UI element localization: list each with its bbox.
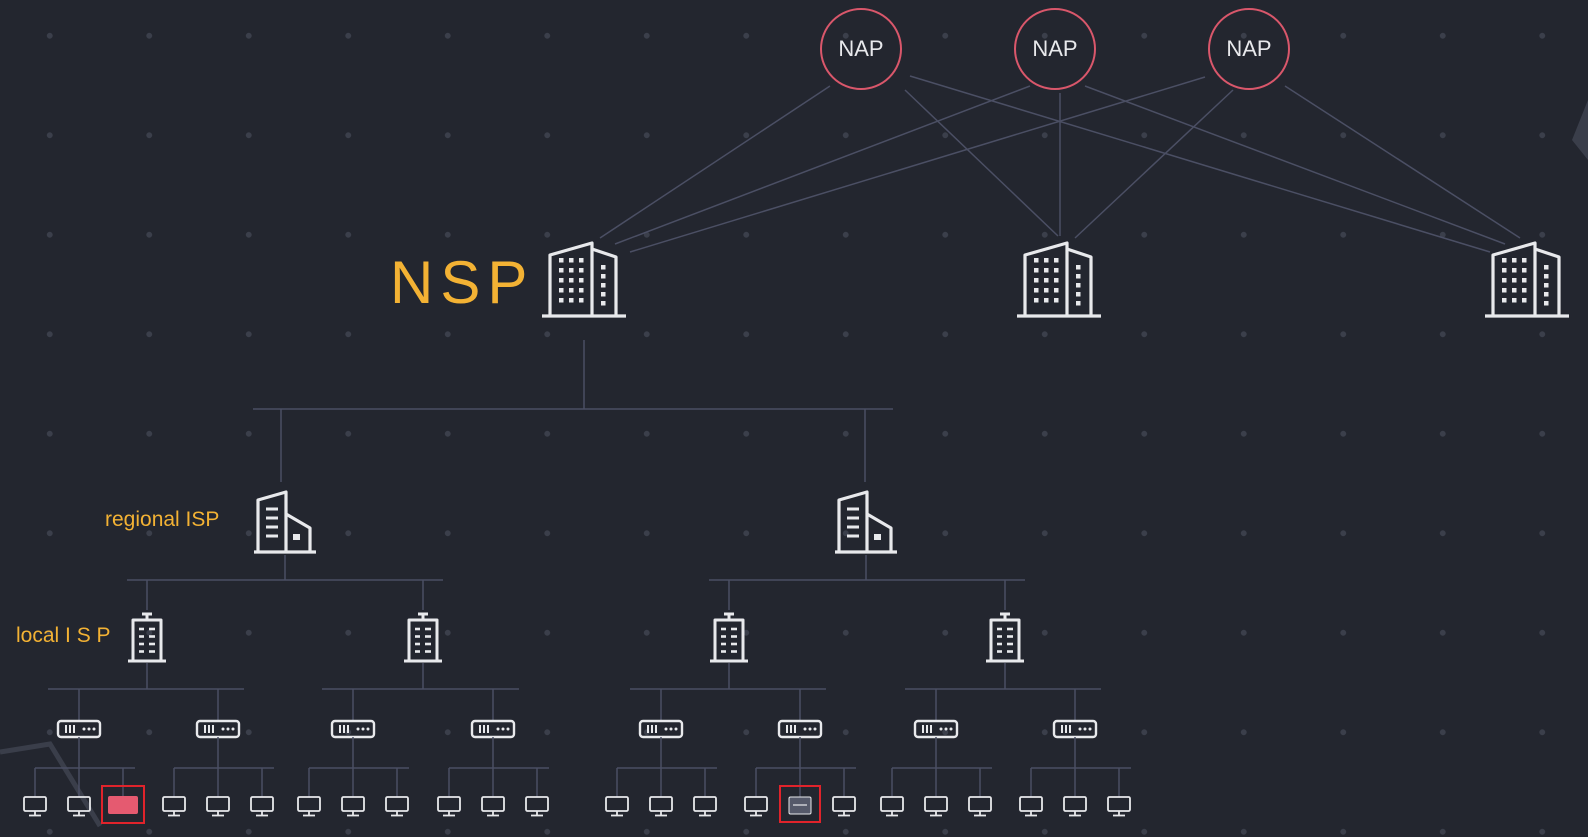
monitor-icon-19[interactable] [880, 796, 904, 817]
monitor-icon-22[interactable] [1019, 796, 1043, 817]
monitor-icon-18[interactable] [832, 796, 856, 817]
nap-node-1[interactable]: NAP [820, 8, 902, 90]
regional-isp-label: regional ISP [105, 508, 220, 531]
nap-nsp-link [1084, 85, 1506, 245]
nsp-building-icon-1[interactable] [542, 241, 626, 318]
monitor-icon-4[interactable] [162, 796, 186, 817]
router-computer-links [173, 737, 274, 797]
router-computer-links [616, 737, 717, 797]
router-icon-7[interactable] [913, 719, 959, 739]
monitor-icon-23[interactable] [1063, 796, 1087, 817]
nap-node-3[interactable]: NAP [1208, 8, 1290, 90]
local-isp-server-icon-3[interactable] [710, 612, 748, 663]
router-computer-links [891, 737, 992, 797]
nap-nsp-link [904, 89, 1059, 237]
router-icon-8[interactable] [1052, 719, 1098, 739]
nap-nsp-link [1074, 89, 1234, 239]
nap-nsp-link [909, 75, 1491, 253]
local-router-links [48, 663, 244, 720]
nap-nsp-links [599, 75, 1521, 253]
nsp-building-icon-3[interactable] [1485, 241, 1569, 318]
nsp-regional-links [253, 340, 893, 482]
router-icon-5[interactable] [638, 719, 684, 739]
router-computer-links [308, 737, 409, 797]
monitor-icon-10[interactable] [437, 796, 461, 817]
nsp-building-icon-2[interactable] [1017, 241, 1101, 318]
nap-node-2[interactable]: NAP [1014, 8, 1096, 90]
monitor-icon-13[interactable] [605, 796, 629, 817]
router-computer-links [34, 737, 135, 797]
monitor-icon-12[interactable] [525, 796, 549, 817]
highlighted-computer[interactable] [779, 785, 821, 823]
router-icon-1[interactable] [56, 719, 102, 739]
monitor-icon-16[interactable] [744, 796, 768, 817]
monitor-icon-1[interactable] [23, 796, 47, 817]
nap-nsp-link [614, 85, 1031, 245]
monitor-icon-24[interactable] [1107, 796, 1131, 817]
highlighted-computer[interactable] [101, 785, 145, 824]
monitor-icon-7[interactable] [297, 796, 321, 817]
monitor-icon-14[interactable] [649, 796, 673, 817]
regional-local-links [709, 555, 1025, 610]
router-icon-4[interactable] [470, 719, 516, 739]
monitor-icon-6[interactable] [250, 796, 274, 817]
monitor-icon-2[interactable] [67, 796, 91, 817]
monitor-icon-9[interactable] [385, 796, 409, 817]
local-router-links [905, 663, 1101, 720]
monitor-icon-8[interactable] [341, 796, 365, 817]
router-icon-2[interactable] [195, 719, 241, 739]
router-computer-links [1030, 737, 1131, 797]
local-isp-server-icon-1[interactable] [128, 612, 166, 663]
local-router-links [322, 663, 519, 720]
router-computer-links [755, 737, 856, 797]
nsp-label: NSP [390, 249, 535, 316]
router-icon-3[interactable] [330, 719, 376, 739]
local-router-links [630, 663, 826, 720]
nap-nsp-link [599, 85, 831, 239]
regional-isp-building-icon-1[interactable] [254, 490, 316, 554]
nap-nsp-link [1284, 85, 1521, 239]
regional-local-links [127, 555, 443, 610]
local-isp-label: local I S P [16, 624, 111, 647]
monitor-icon-21[interactable] [968, 796, 992, 817]
local-isp-server-icon-2[interactable] [404, 612, 442, 663]
router-computer-links [448, 737, 549, 797]
local-isp-server-icon-4[interactable] [986, 612, 1024, 663]
monitor-icon-20[interactable] [924, 796, 948, 817]
monitor-icon-11[interactable] [481, 796, 505, 817]
monitor-icon-15[interactable] [693, 796, 717, 817]
monitor-icon-5[interactable] [206, 796, 230, 817]
nap-nsp-link [629, 76, 1206, 253]
regional-isp-building-icon-2[interactable] [835, 490, 897, 554]
background-decoration [0, 100, 1588, 828]
router-icon-6[interactable] [777, 719, 823, 739]
